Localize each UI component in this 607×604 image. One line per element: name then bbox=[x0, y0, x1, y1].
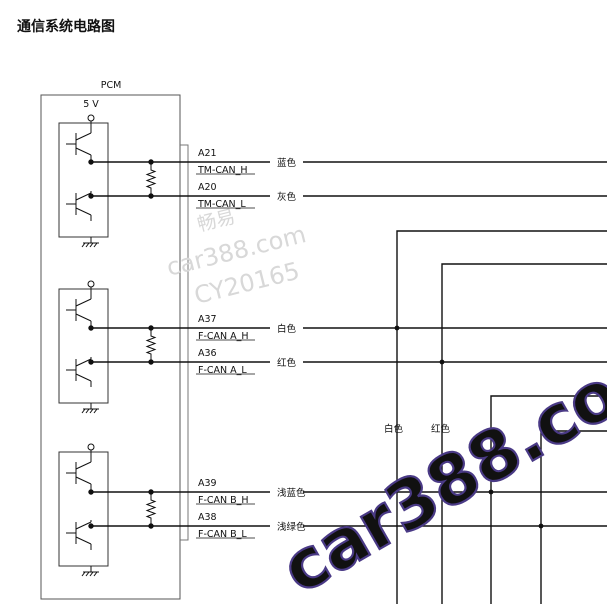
signal-label: F-CAN B_H bbox=[198, 495, 249, 506]
pin-label: A37 bbox=[198, 314, 217, 325]
wire-color-label: 灰色 bbox=[277, 191, 297, 203]
wire-color-label: 白色 bbox=[277, 323, 297, 335]
supply-label: 5 V bbox=[83, 99, 99, 110]
signal-label: F-CAN A_H bbox=[198, 331, 249, 342]
connector-bracket bbox=[180, 144, 189, 541]
transceiver-block bbox=[58, 443, 157, 577]
signal-label: F-CAN A_L bbox=[198, 365, 247, 376]
pin-label: A20 bbox=[198, 182, 217, 193]
network-grid bbox=[396, 230, 607, 604]
pin-label: A36 bbox=[198, 348, 217, 359]
transceiver-blocks bbox=[58, 114, 157, 577]
transceiver-block bbox=[58, 280, 157, 414]
signal-label: TM-CAN_H bbox=[197, 165, 248, 176]
vertical-label-red: 红色 bbox=[431, 423, 451, 435]
pcm-label: PCM bbox=[101, 80, 122, 91]
pin-label: A39 bbox=[198, 478, 217, 489]
pin-label: A21 bbox=[198, 148, 217, 159]
transceiver-block bbox=[58, 114, 157, 248]
page-title: 通信系统电路图 bbox=[17, 19, 115, 35]
pcm-module: PCM 5 V bbox=[40, 80, 181, 600]
svg-text:畅易: 畅易 bbox=[195, 206, 237, 237]
vertical-label-white: 白色 bbox=[384, 423, 404, 435]
wire-color-label: 浅绿色 bbox=[277, 521, 306, 533]
signal-label: F-CAN B_L bbox=[198, 529, 247, 540]
wire-color-label: 蓝色 bbox=[277, 157, 297, 169]
pin-label: A38 bbox=[198, 512, 217, 523]
signal-label: TM-CAN_L bbox=[197, 199, 246, 210]
wire-color-label: 红色 bbox=[277, 357, 297, 369]
wire-color-label: 浅蓝色 bbox=[277, 487, 306, 499]
